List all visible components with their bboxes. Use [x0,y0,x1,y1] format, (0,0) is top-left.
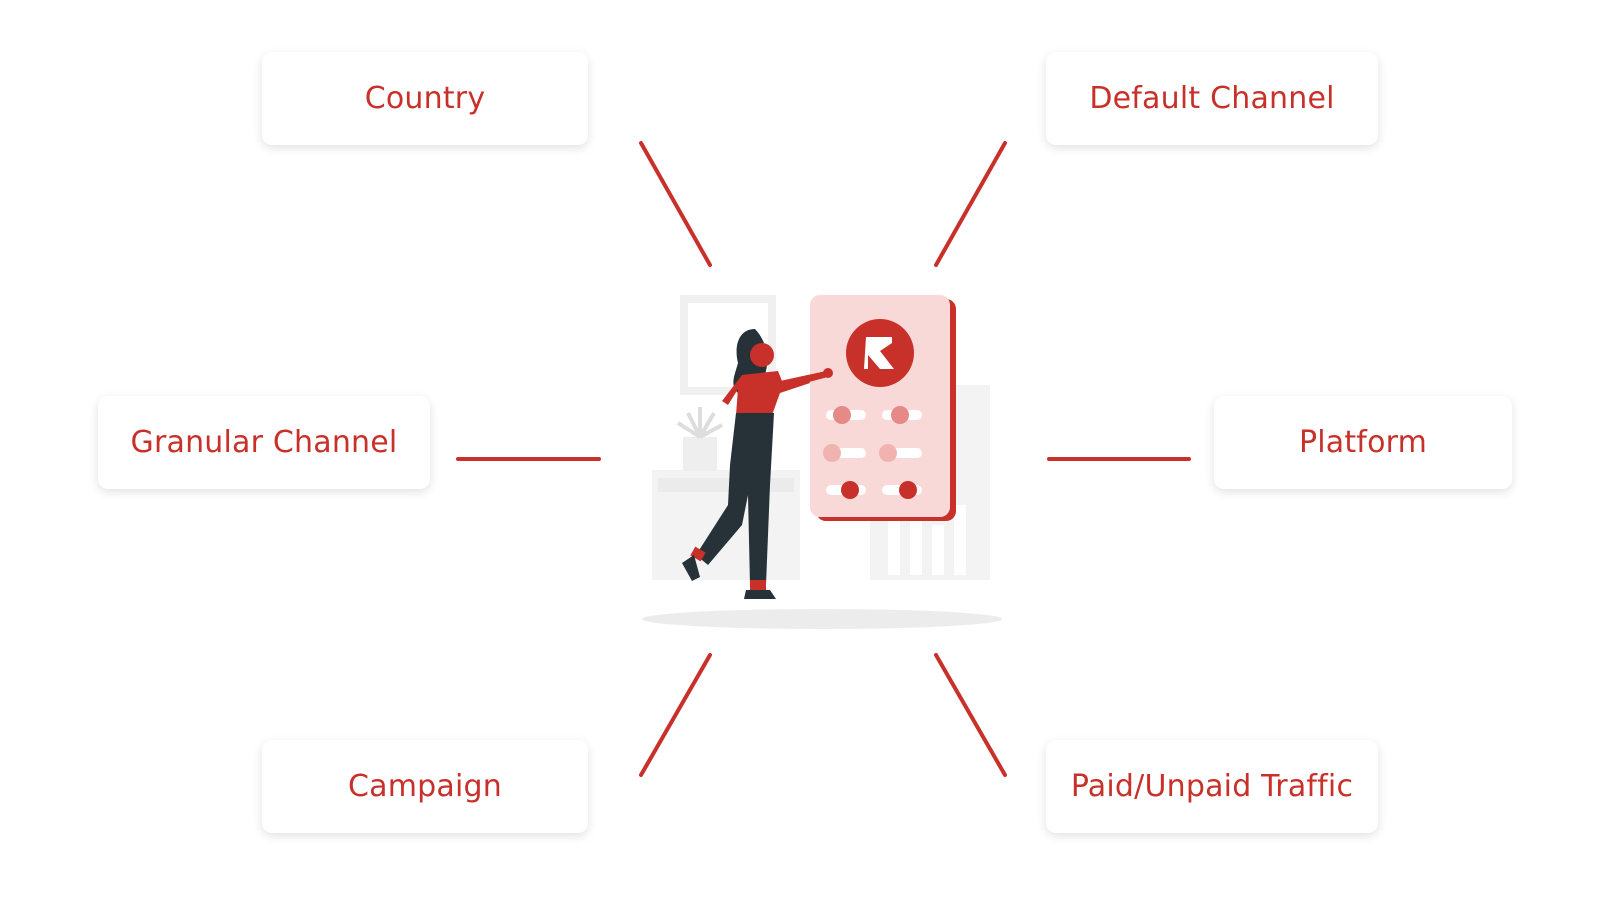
connector-paid-unpaid [934,653,1007,777]
node-granular-channel-label: Granular Channel [130,425,398,460]
connector-country [639,141,712,267]
node-paid-unpaid-traffic: Paid/Unpaid Traffic [1046,740,1378,833]
plant-pot [683,437,717,471]
phone [810,295,950,517]
node-campaign: Campaign [262,740,588,833]
node-platform-label: Platform [1298,425,1428,460]
node-default-channel: Default Channel [1046,52,1378,145]
node-country-label: Country [364,81,486,116]
toggle-rows [823,406,922,499]
node-paid-unpaid-traffic-label: Paid/Unpaid Traffic [1070,769,1354,804]
floor-shadow [642,609,1002,629]
node-default-channel-label: Default Channel [1089,81,1335,116]
plant-icon [676,407,723,439]
connector-default-channel [934,141,1007,267]
node-granular-channel: Granular Channel [98,396,430,489]
person [682,329,833,599]
node-platform: Platform [1214,396,1512,489]
node-campaign-label: Campaign [348,769,502,804]
person-tapping-phone-illustration [642,295,1002,629]
connector-campaign [639,653,712,777]
node-country: Country [262,52,588,145]
